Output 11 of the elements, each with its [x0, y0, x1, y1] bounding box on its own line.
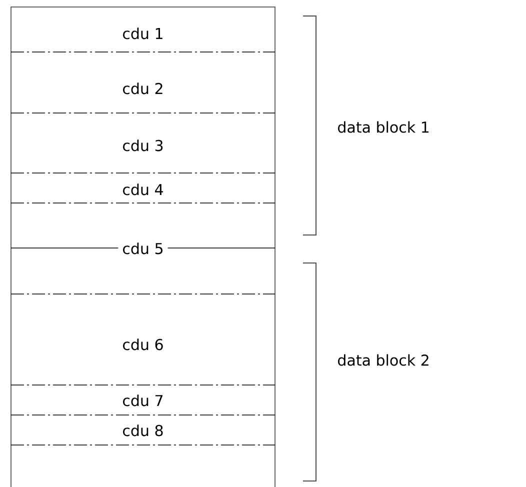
segment-label: cdu 1 — [118, 26, 168, 40]
segment-label: cdu 3 — [118, 138, 168, 152]
block-label: data block 1 — [338, 121, 428, 133]
segment-label: cdu 4 — [118, 182, 168, 196]
node-label: cdu 5 — [123, 242, 162, 254]
segment-label: cdu 8 — [118, 424, 168, 438]
block-label: data block 2 — [338, 354, 428, 366]
segment-label: cdu 2 — [118, 82, 168, 96]
segment-label: cdu 6 — [118, 338, 168, 352]
segment-label: cdu 7 — [118, 394, 168, 408]
segment-label: cdu 5 — [118, 242, 168, 256]
